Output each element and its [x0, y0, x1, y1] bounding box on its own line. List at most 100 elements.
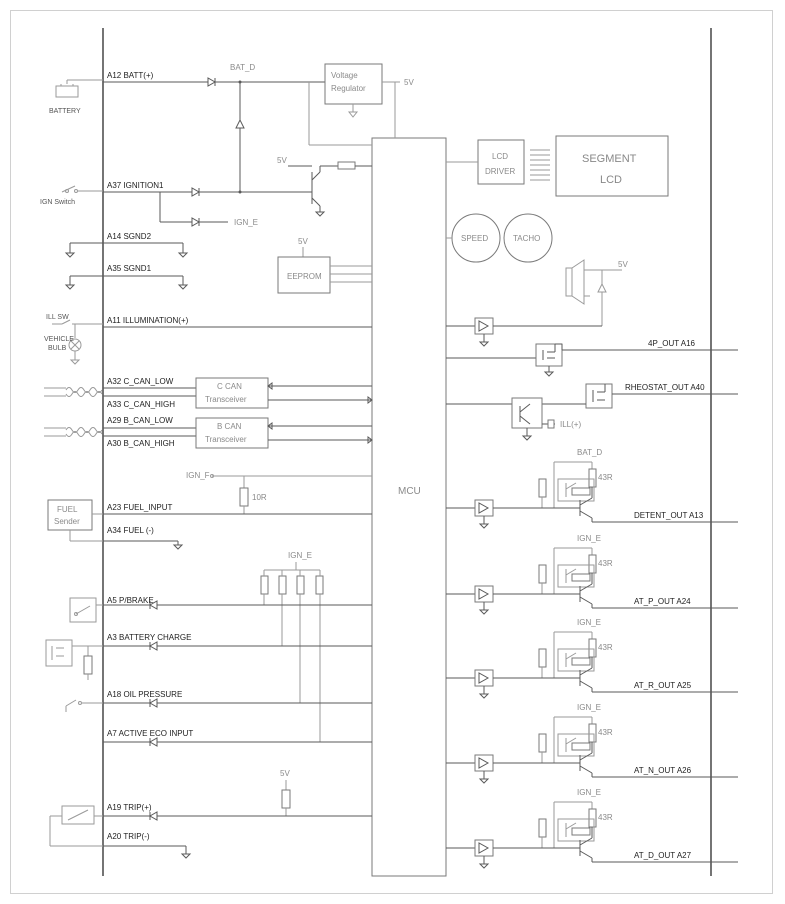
ill-sw-label: ILL SW — [46, 314, 69, 321]
fuel-sender-label-2: Sender — [54, 517, 80, 526]
resistor-icon — [571, 742, 591, 751]
driver-stage-part — [579, 667, 593, 676]
driver-stage-part — [565, 652, 577, 660]
pin-a35-sgnd1: A35 SGND1 — [107, 264, 152, 273]
resistor-icon — [588, 554, 597, 574]
resistor-icon — [547, 419, 555, 429]
ground-icon — [180, 853, 192, 859]
ground-icon — [478, 341, 490, 347]
resistor-icon — [83, 655, 93, 675]
segment-lcd-label-2: LCD — [600, 174, 622, 186]
pin-a37-ignition1: A37 IGNITION1 — [107, 181, 164, 190]
b-can-label-1: B CAN — [217, 422, 242, 431]
net-5v-transistor: 5V — [277, 156, 287, 165]
voltage-regulator-block — [324, 63, 383, 105]
pin-a23-fuel-input: A23 FUEL_INPUT — [107, 503, 172, 512]
pin-at-p-out-a24: AT_P_OUT A24 — [634, 597, 691, 606]
driver-stage-part — [478, 842, 490, 854]
ill-switch-symbol — [52, 319, 103, 338]
mcu-label: MCU — [398, 486, 421, 497]
diode-icon — [597, 282, 607, 293]
segment-lcd-block — [555, 135, 669, 197]
pin-a34-fuel-minus: A34 FUEL (-) — [107, 526, 154, 535]
resistor-icon — [538, 564, 547, 584]
driver-supply-label: IGN_E — [577, 534, 601, 543]
buffer-icon — [474, 669, 494, 687]
fuel-sender-label-1: FUEL — [57, 505, 78, 514]
transistor-icon — [557, 818, 595, 842]
c-can-twisted-pair — [44, 387, 103, 397]
resistor-icon — [588, 468, 597, 488]
buffer-icon — [474, 317, 494, 335]
ground-icon — [314, 211, 326, 217]
net-5v-trip: 5V — [280, 769, 290, 778]
net-ill-plus: ILL(+) — [560, 420, 581, 429]
regulator-label-1: Voltage — [331, 71, 358, 80]
driver-stage-part — [565, 822, 577, 830]
resistor-icon — [278, 575, 287, 595]
mosfet-icon — [585, 383, 613, 409]
tacho-label: TACHO — [513, 234, 540, 243]
c-can-label-1: C CAN — [217, 382, 242, 391]
transistor-icon — [557, 733, 595, 757]
driver-stage-part — [579, 497, 593, 506]
ground-icon — [543, 371, 555, 377]
segment-lcd-label-1: SEGMENT — [582, 153, 637, 165]
resistor-icon — [538, 478, 547, 498]
lcd-bus-lines — [530, 149, 550, 181]
tacho-gauge — [503, 213, 553, 263]
driver-stage-part — [565, 737, 577, 745]
oil-switch-symbol — [65, 699, 103, 712]
eeprom-block — [277, 256, 331, 294]
ground-icon — [478, 863, 490, 869]
pin-a3-battery-charge: A3 BATTERY CHARGE — [107, 633, 191, 642]
vehicle-bulb-label-1: VEHICLE — [44, 336, 74, 343]
driver-stage-part — [478, 672, 490, 684]
pin-a11-illumination: A11 ILLUMINATION(+) — [107, 316, 189, 325]
ign-switch-label: IGN Switch — [40, 199, 75, 206]
trip-switch-symbol — [49, 805, 103, 847]
pin-a32-c-can-low: A32 C_CAN_LOW — [107, 377, 174, 386]
resistor-icon — [538, 733, 547, 753]
pin-a33-c-can-high: A33 C_CAN_HIGH — [107, 400, 175, 409]
driver-stage-part — [579, 850, 593, 859]
lcd-driver-block — [477, 139, 525, 185]
buffer-icon — [474, 754, 494, 772]
driver-stage-part — [565, 568, 577, 576]
charge-indicator-symbol — [45, 639, 73, 667]
pin-at-r-out-a25: AT_R_OUT A25 — [634, 681, 692, 690]
diode-icon — [191, 187, 201, 197]
pin-at-n-out-a26: AT_N_OUT A26 — [634, 766, 692, 775]
ground-icon — [521, 435, 533, 441]
ground-icon — [177, 284, 189, 290]
resistor-icon — [315, 575, 324, 595]
pin-a19-trip-plus: A19 TRIP(+) — [107, 803, 152, 812]
pin-a20-trip-minus: A20 TRIP(-) — [107, 832, 150, 841]
vehicle-bulb-label-2: BULB — [48, 345, 67, 352]
ground-icon — [64, 252, 76, 258]
diode-icon — [191, 217, 201, 227]
diode-icon — [148, 737, 158, 747]
pin-a12-batt: A12 BATT(+) — [107, 71, 154, 80]
net-5v-eeprom: 5V — [298, 237, 308, 246]
pin-a7-active-eco: A7 ACTIVE ECO INPUT — [107, 729, 193, 738]
net-10r: 10R — [252, 493, 267, 502]
driver-stage-part — [579, 583, 593, 592]
buffer-icon — [474, 499, 494, 517]
driver-stage-part — [565, 482, 577, 490]
c-can-transceiver-block — [195, 377, 269, 409]
driver-stage-part — [478, 757, 490, 769]
buffer-icon — [474, 585, 494, 603]
mosfet-icon — [535, 343, 563, 367]
ground-icon — [69, 359, 81, 365]
b-can-transceiver-block — [195, 417, 269, 449]
resistor-icon — [588, 638, 597, 658]
resistor-icon — [337, 161, 356, 170]
resistor-icon — [239, 487, 249, 507]
driver-supply-label: IGN_E — [577, 703, 601, 712]
driver-resistor-label: 43R — [598, 643, 613, 652]
driver-resistor-label: 43R — [598, 473, 613, 482]
driver-stage-part — [478, 588, 490, 600]
regulator-label-2: Regulator — [331, 84, 366, 93]
